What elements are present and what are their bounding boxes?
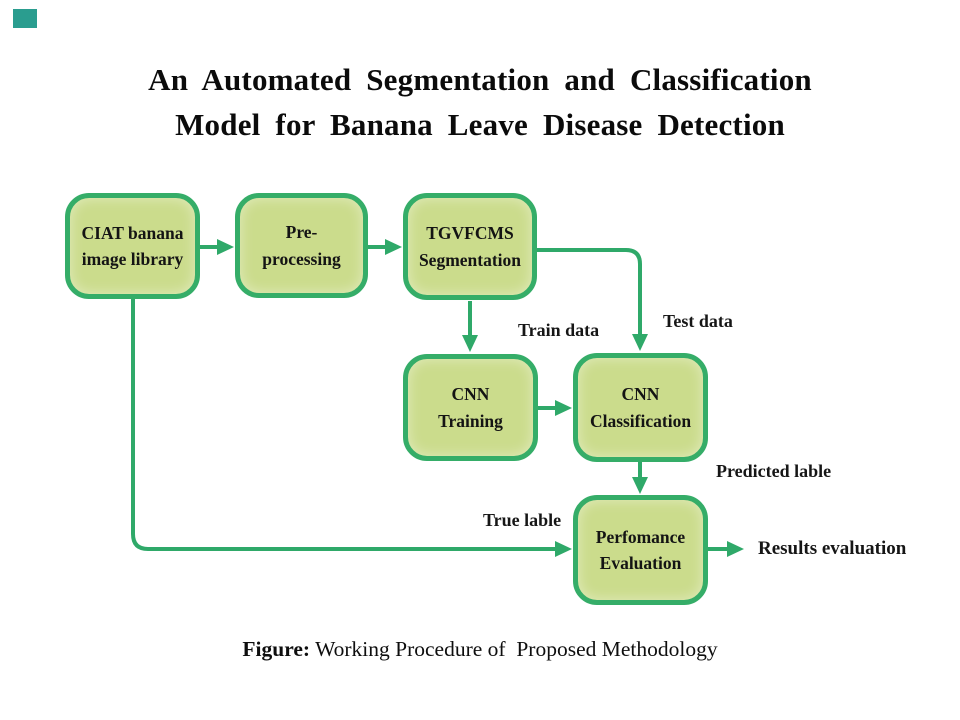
edge-label-results-evaluation: Results evaluation xyxy=(758,538,907,559)
node-tgvfcms-segmentation: TGVFCMS Segmentation xyxy=(403,193,537,300)
node-label: CNN Classification xyxy=(589,384,692,431)
node-label: Pre-processing xyxy=(262,222,341,269)
edge-label-train-data: Train data xyxy=(518,320,600,340)
figure-caption-prefix: Figure: xyxy=(242,637,311,661)
node-pre-processing: Pre-processing xyxy=(235,193,368,298)
edge-label-predicted-lable: Predicted lable xyxy=(716,461,832,481)
node-ciat-banana-image-library: CIAT banana image library xyxy=(65,193,200,299)
figure-caption-text: Working Procedure of Proposed Methodolog… xyxy=(310,637,718,661)
arrow-ciat-to-performance-true-label xyxy=(131,299,572,557)
node-cnn-training: CNN Training xyxy=(403,354,538,461)
edge-label-true-lable: True lable xyxy=(483,510,562,530)
title-line-2: Model for Banana Leave Disease Detection xyxy=(175,107,785,142)
node-label: Perfomance Evaluation xyxy=(595,526,686,573)
corner-mark xyxy=(13,9,37,28)
edge-label-test-data: Test data xyxy=(663,311,733,331)
node-label: CNN Training xyxy=(438,384,503,431)
node-cnn-classification: CNN Classification xyxy=(573,353,708,462)
node-label: CIAT banana image library xyxy=(81,222,184,269)
arrow-segmentation-to-cnn-classification xyxy=(537,248,648,351)
node-label: TGVFCMS Segmentation xyxy=(418,223,522,270)
page-title: An Automated Segmentation and Classifica… xyxy=(0,57,960,147)
node-performance-evaluation: Perfomance Evaluation xyxy=(573,495,708,605)
figure-caption: Figure: Working Procedure of Proposed Me… xyxy=(0,637,960,662)
title-line-1: An Automated Segmentation and Classifica… xyxy=(148,62,812,97)
